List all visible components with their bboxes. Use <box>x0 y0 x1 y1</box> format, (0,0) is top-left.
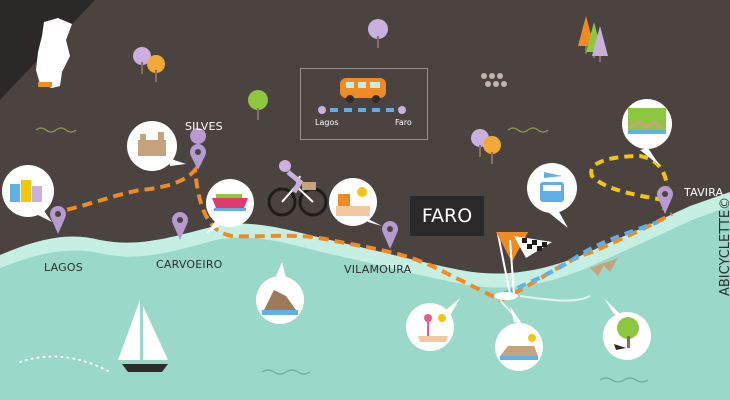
label-tavira: TAVIRA <box>684 186 724 199</box>
bubble-tavira-bridge-icon <box>622 99 672 166</box>
wake-dots <box>19 355 111 373</box>
legend-box: Lagos Faro <box>300 68 428 140</box>
bubble-cave-icon <box>256 262 304 324</box>
arrows-icon <box>590 258 618 276</box>
legend-pin-faro <box>398 106 406 114</box>
tree-icon-4 <box>248 90 268 120</box>
label-vilamoura: VILAMOURA <box>344 263 412 276</box>
bubble-flamingo-icon <box>406 298 460 351</box>
legend-to-label: Faro <box>395 118 412 127</box>
legend-van-icon <box>340 78 386 103</box>
wave-land-2 <box>507 127 549 133</box>
bubble-silves-castle-icon <box>127 121 186 171</box>
bubble-island-beach-icon <box>495 306 543 371</box>
legend-pin-lagos <box>318 106 326 114</box>
label-faro: FARO <box>410 196 484 236</box>
credit-text: ABICYCLETTE© <box>718 196 730 296</box>
pine-icon-3 <box>592 26 608 62</box>
label-silves: SILVES <box>185 120 223 133</box>
pin-icon-lagos <box>50 206 66 234</box>
bubble-carvoeiro-boat-icon <box>206 179 254 234</box>
portugal-silhouette-icon <box>36 18 72 88</box>
tree-icon-2 <box>133 47 151 74</box>
tree-icon-1 <box>368 19 388 48</box>
wave-land <box>35 127 77 133</box>
wave-1 <box>261 369 311 375</box>
label-lagos: LAGOS <box>44 261 83 274</box>
legend-from-label: Lagos <box>315 118 339 127</box>
wave-2 <box>599 377 649 383</box>
label-carvoeiro: CARVOEIRO <box>156 258 223 271</box>
pin-icon-vilamoura <box>382 221 398 249</box>
pin-icon-silves <box>190 128 207 170</box>
sailboat-icon <box>118 300 168 372</box>
bubble-bird-tree-icon <box>603 298 651 360</box>
tree-icon-6 <box>483 136 501 164</box>
bubble-bus-airport-icon <box>527 163 577 228</box>
pin-icon-tavira <box>657 186 673 214</box>
algarve-highlight <box>38 82 52 87</box>
pin-icon-carvoeiro <box>172 212 188 240</box>
bubble-vilamoura-beach-icon <box>329 178 382 226</box>
cyclist-icon <box>267 160 328 217</box>
route-blue-dashes <box>503 220 659 296</box>
dots-icon <box>481 73 507 87</box>
tree-icon-3 <box>147 55 165 82</box>
finish-flag-icon <box>494 232 552 300</box>
route-yellow-dashes <box>589 153 669 211</box>
sea <box>0 206 730 400</box>
bubble-lagos-houses-icon <box>2 165 54 222</box>
